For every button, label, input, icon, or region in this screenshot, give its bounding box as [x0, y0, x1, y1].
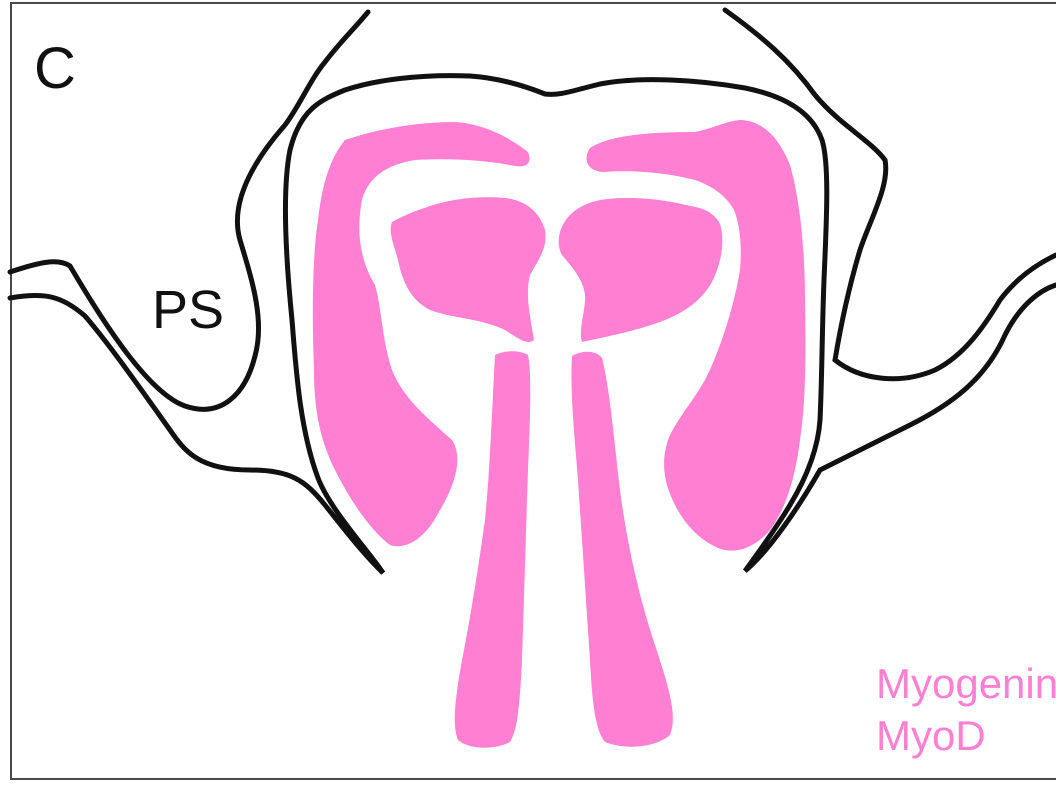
marker-legend: Myogenin MyoD [876, 658, 1056, 762]
ps-label: PS [152, 283, 224, 337]
muscle-right-column [571, 352, 672, 747]
muscle-left-column [455, 351, 531, 748]
legend-item-myogenin: Myogenin [876, 658, 1056, 710]
legend-item-myod: MyoD [876, 710, 1056, 762]
muscle-left-lobe [391, 197, 546, 342]
panel-letter: C [34, 40, 76, 98]
muscle-right-lobe [559, 198, 723, 342]
